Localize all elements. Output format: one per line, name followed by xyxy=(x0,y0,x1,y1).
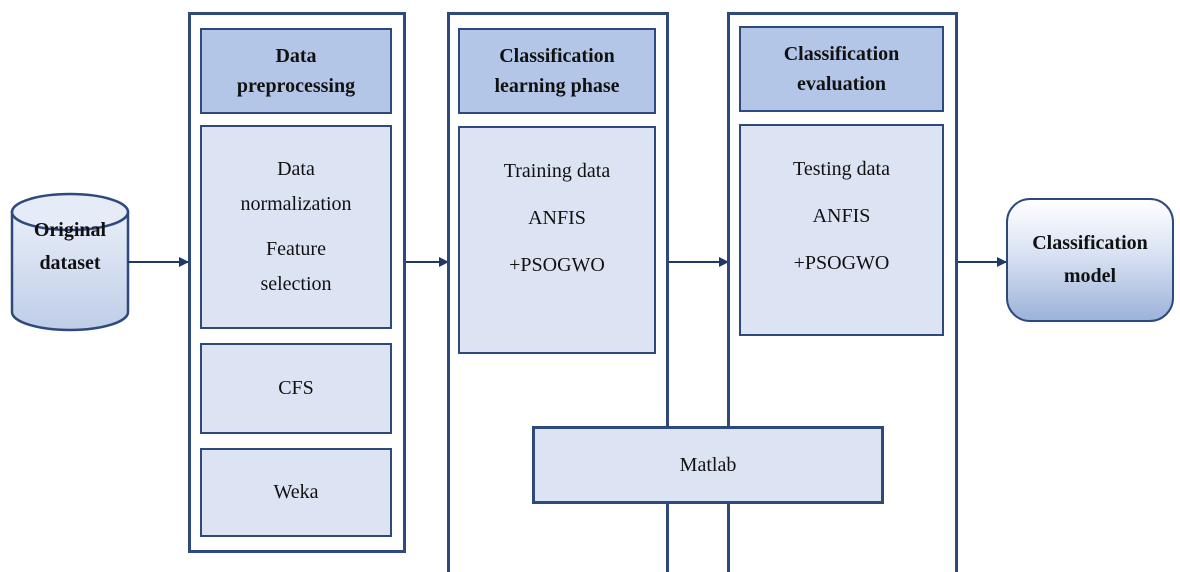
learning-header: Classification learning phase xyxy=(458,28,656,114)
weka-text: Weka xyxy=(273,481,319,503)
learning-box: Training data ANFIS +PSOGWO xyxy=(458,126,656,354)
evaluation-header: Classification evaluation xyxy=(739,26,944,112)
feature-selection-text: Feature selection xyxy=(260,238,332,295)
normalization-box: Data normalization Feature selection xyxy=(200,125,392,329)
matlab-box: Matlab xyxy=(532,426,884,504)
database-cylinder-icon xyxy=(10,192,130,332)
matlab-text: Matlab xyxy=(679,453,737,476)
preprocessing-header: Data preprocessing xyxy=(200,28,392,114)
learning-psogwo-text: +PSOGWO xyxy=(509,254,605,276)
testing-data-text: Testing data xyxy=(793,158,890,180)
evaluation-psogwo-text: +PSOGWO xyxy=(793,252,890,274)
learning-anfis-text: ANFIS xyxy=(528,207,586,229)
weka-box: Weka xyxy=(200,448,392,537)
cfs-box: CFS xyxy=(200,343,392,434)
evaluation-anfis-text: ANFIS xyxy=(812,205,871,227)
evaluation-box: Testing data ANFIS +PSOGWO xyxy=(739,124,944,336)
connectors-layer xyxy=(10,192,1007,332)
original-dataset-label: Original dataset xyxy=(33,219,107,274)
pipeline-diagram: Original dataset Data preprocessing Data… xyxy=(10,12,1174,572)
cfs-text: CFS xyxy=(278,377,314,399)
classification-model-box: Classification model xyxy=(1006,198,1174,322)
normalization-text: Data normalization xyxy=(240,158,352,215)
training-data-text: Training data xyxy=(503,160,611,182)
